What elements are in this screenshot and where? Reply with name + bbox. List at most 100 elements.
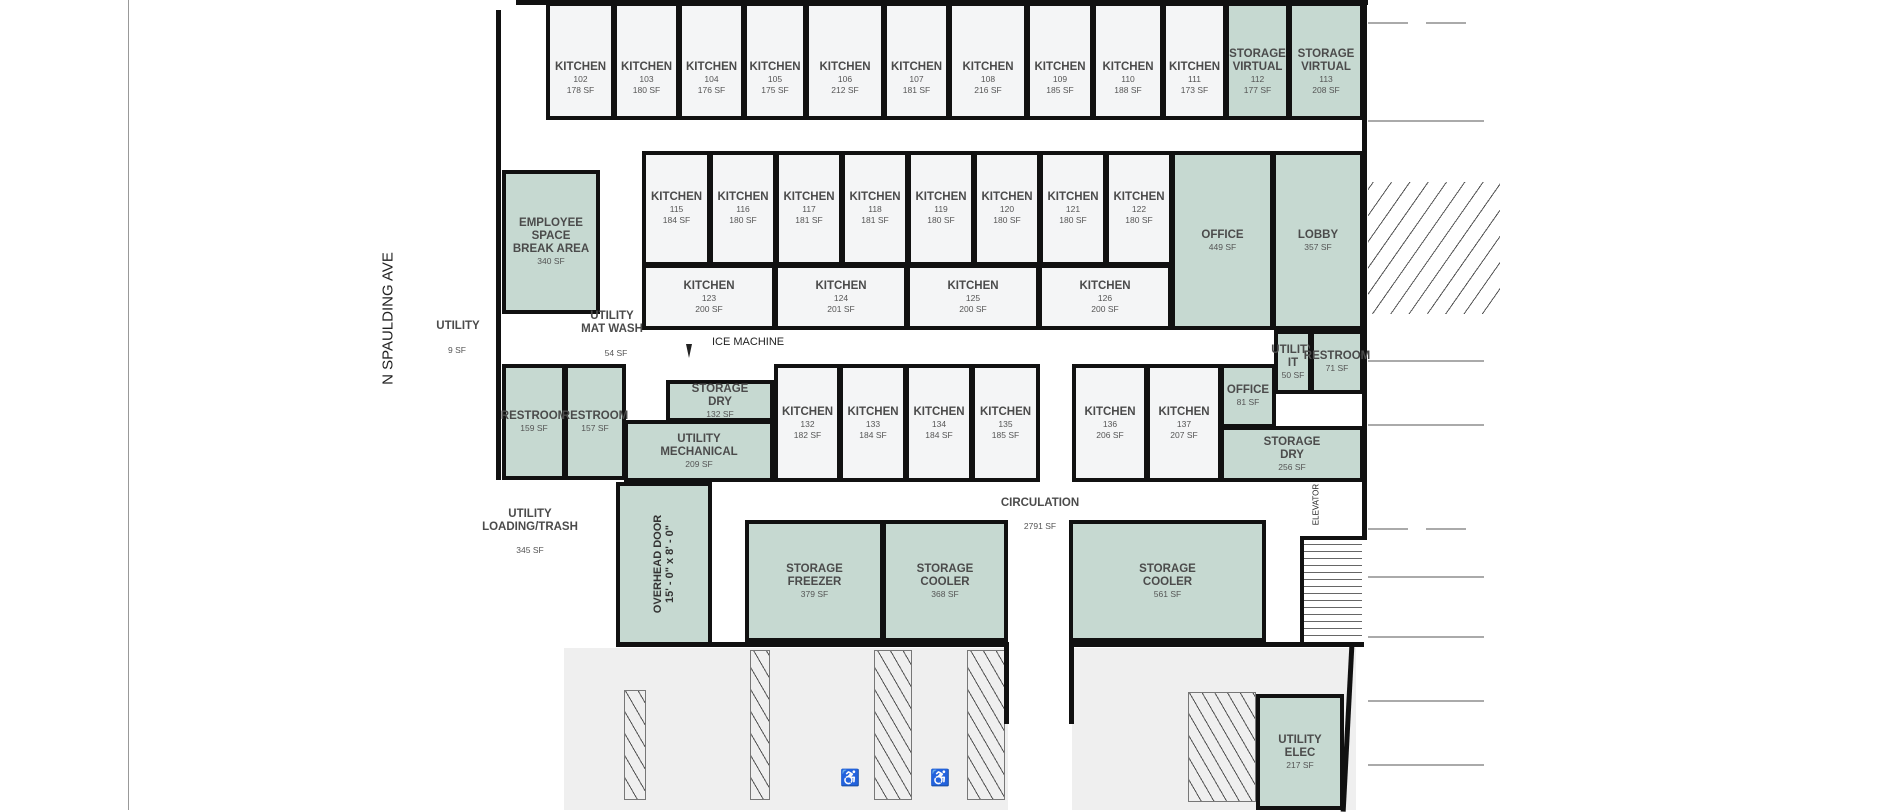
room-area: 216 SF <box>974 85 1002 95</box>
room-name: KITCHEN <box>1079 279 1131 292</box>
room-name: KITCHEN <box>819 61 871 73</box>
exterior-wall-right <box>1362 0 1367 540</box>
room-area: 561 SF <box>1153 588 1182 599</box>
ice-machine-pointer-icon <box>686 344 692 358</box>
room-name: STORAGE VIRTUAL <box>1229 48 1286 73</box>
hatched-aisle <box>750 650 770 800</box>
room-number: 104 <box>704 74 719 84</box>
room-name: KITCHEN <box>913 405 965 418</box>
room-number: 132 <box>800 418 815 429</box>
room-number: 113 <box>1319 74 1333 84</box>
stair-core <box>1300 536 1362 646</box>
room-number: 122 <box>1131 204 1147 214</box>
wall-corridor-bottom <box>1069 642 1364 647</box>
street-label: N SPAULDING AVE <box>379 252 397 385</box>
room-number: 109 <box>1052 74 1068 84</box>
circulation-label: CIRCULATION <box>1000 497 1080 509</box>
loading-label-1: UTILITY <box>508 508 552 520</box>
room-area: 212 SF <box>831 85 859 95</box>
room-name: OFFICE <box>1201 228 1244 241</box>
room-number: 136 <box>1102 418 1118 429</box>
circulation-area: 2791 SF <box>1023 521 1057 531</box>
room-area: 175 SF <box>761 85 789 95</box>
overhead-door-title: OVERHEAD DOOR <box>652 514 664 614</box>
room-name: UTILITY MECHANICAL <box>660 432 738 458</box>
room-name: KITCHEN <box>781 405 834 418</box>
room-area: 209 SF <box>685 458 713 469</box>
room-name: KITCHEN <box>783 191 835 203</box>
room-area: 208 SF <box>1312 85 1340 95</box>
room-area: 180 SF <box>632 85 661 95</box>
room-name: UTILITY ELEC <box>1278 733 1322 759</box>
room-name: KITCHEN <box>815 279 867 292</box>
room-number: 124 <box>833 292 849 303</box>
room-number: 135 <box>998 418 1013 429</box>
accessible-parking-icon: ♿ <box>840 770 860 787</box>
room-name: KITCHEN <box>685 61 738 73</box>
room-area: 157 SF <box>581 423 609 433</box>
room-name: KITCHEN <box>962 61 1014 73</box>
wall-vestibule <box>1069 642 1074 724</box>
room-area: 173 SF <box>1180 85 1209 95</box>
room-number: 111 <box>1188 74 1201 84</box>
room-name: KITCHEN <box>915 191 967 203</box>
room-name: OFFICE <box>1226 384 1270 396</box>
room-utility-loading-trash: OVERHEAD DOOR 15' - 0" x 8' - 0" <box>616 482 712 646</box>
room-name: STORAGE COOLER <box>916 562 974 588</box>
utility-label: UTILITY <box>436 320 480 332</box>
room-area: 256 SF <box>1278 461 1306 472</box>
room-area: 200 SF <box>959 303 987 314</box>
room-number: 110 <box>1121 74 1135 84</box>
room-area: 185 SF <box>1046 85 1074 95</box>
room-area: 340 SF <box>537 256 565 266</box>
room-name: KITCHEN <box>847 405 899 418</box>
room-area: 188 SF <box>1114 85 1142 95</box>
room-area: 180 SF <box>1125 215 1153 225</box>
parking-line <box>1368 424 1484 426</box>
parking-line <box>1368 360 1484 362</box>
room-name: STORAGE DRY <box>691 382 749 408</box>
room-name: STORAGE COOLER <box>1139 562 1196 588</box>
mat-wash-label-1: UTILITY <box>590 310 634 322</box>
hatched-aisle <box>624 690 646 800</box>
room-area: 180 SF <box>729 215 757 225</box>
room-name: KITCHEN <box>1034 61 1086 73</box>
room-number: 118 <box>868 204 882 214</box>
room-name: KITCHEN <box>683 279 735 292</box>
room-area: 449 SF <box>1208 241 1237 252</box>
room-area: 200 SF <box>695 303 723 314</box>
room-number: 108 <box>980 74 996 84</box>
room-name: KITCHEN <box>717 191 769 203</box>
parking-line <box>1368 120 1484 122</box>
room-name: KITCHEN <box>1168 61 1221 73</box>
room-name: KITCHEN <box>849 191 901 203</box>
ice-machine-label: ICE MACHINE <box>712 336 785 348</box>
parking-line <box>1368 636 1484 638</box>
